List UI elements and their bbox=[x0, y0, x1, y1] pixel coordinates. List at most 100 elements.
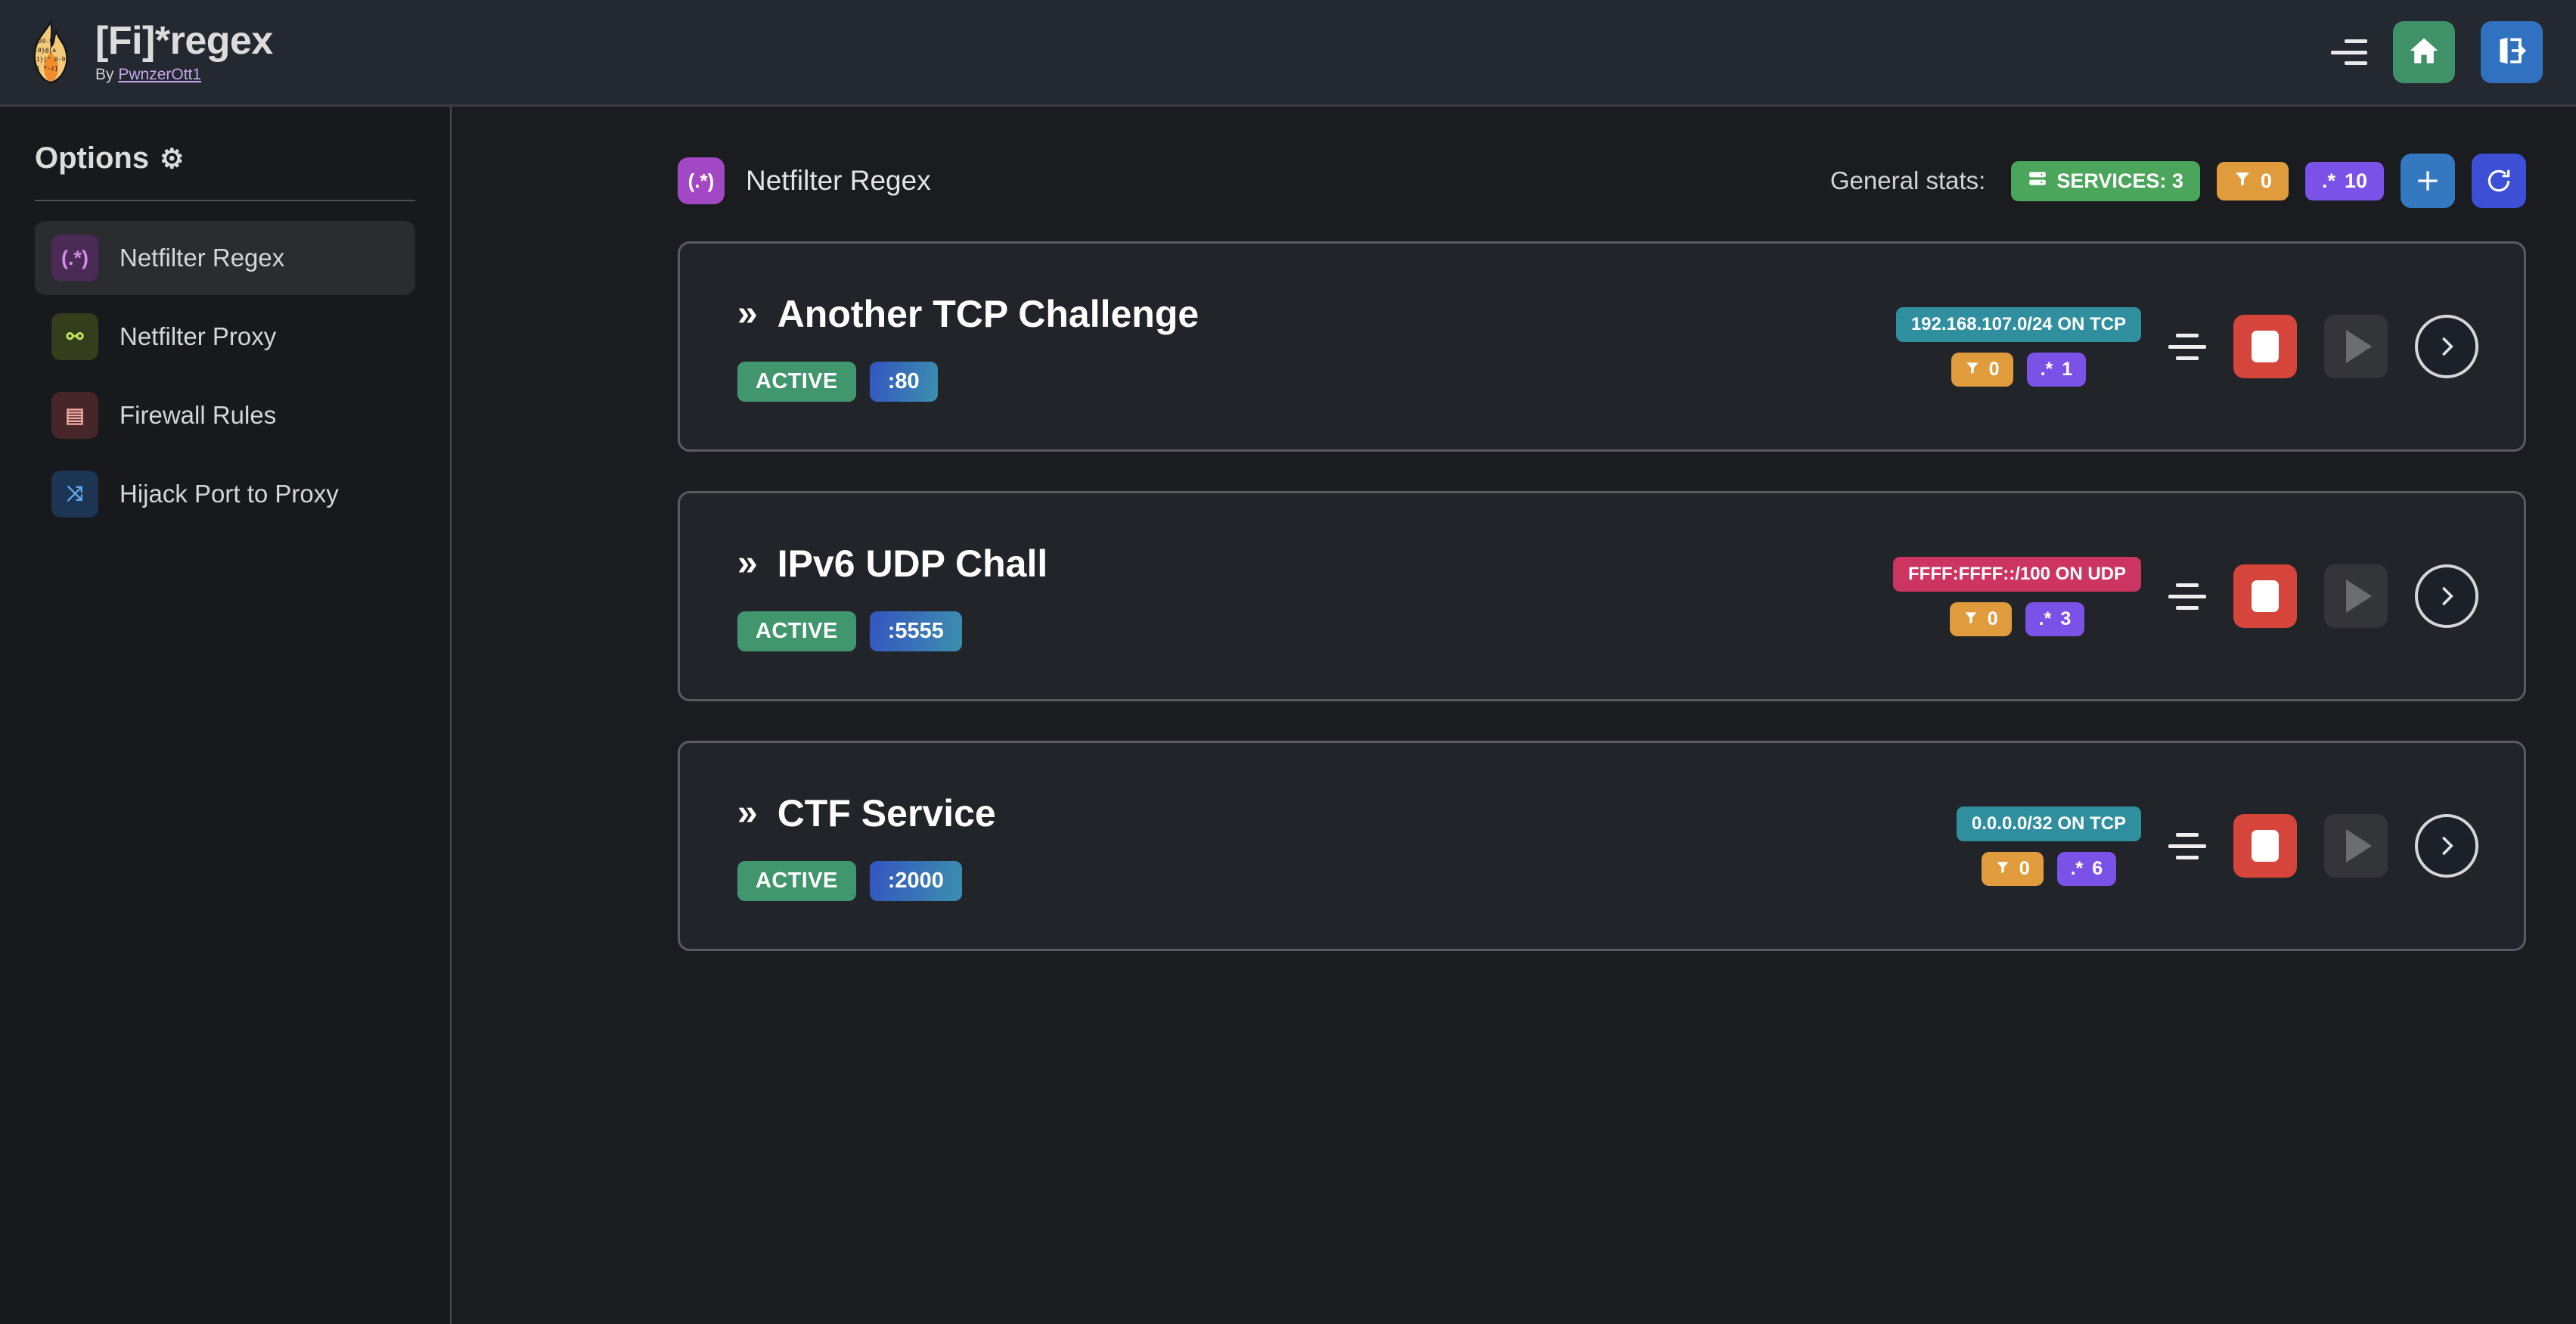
service-card[interactable]: » CTF Service ACTIVE :2000 0.0.0.0/32 ON… bbox=[678, 741, 2526, 951]
logout-icon bbox=[2495, 34, 2528, 71]
stop-icon bbox=[2252, 580, 2279, 612]
gear-icon[interactable]: ⚙ bbox=[160, 142, 185, 174]
stop-button[interactable] bbox=[2233, 814, 2297, 878]
play-button[interactable] bbox=[2324, 814, 2388, 878]
double-chevron-icon: » bbox=[737, 294, 758, 334]
sidebar-item-hijack-port-to-proxy[interactable]: ⤨ Hijack Port to Proxy bbox=[35, 457, 415, 531]
sidebar-divider bbox=[35, 200, 415, 201]
sidebar-item-netfilter-proxy[interactable]: ⚯ Netfilter Proxy bbox=[35, 300, 415, 374]
line bbox=[2176, 605, 2199, 610]
status-badge-regexes: .* 10 bbox=[2304, 161, 2384, 200]
status-badge-filters: 0 bbox=[1949, 601, 2012, 636]
sidebar-item-firewall-rules[interactable]: ▤ Firewall Rules bbox=[35, 378, 415, 452]
service-counters: 0 .* 3 bbox=[1949, 601, 2085, 636]
status-badge-regexes: .* 1 bbox=[2026, 352, 2087, 387]
list-lines-icon[interactable] bbox=[2168, 583, 2206, 610]
page-regex-icon: (.*) bbox=[678, 157, 725, 204]
stop-button[interactable] bbox=[2233, 564, 2297, 628]
line bbox=[2176, 855, 2199, 859]
svg-text:\1 *-z]: \1 *-z] bbox=[33, 65, 58, 72]
brick-wall-icon: ▤ bbox=[51, 392, 98, 439]
filters-count-label: 0 bbox=[2019, 857, 2030, 879]
status-badge-filters: 0 bbox=[1951, 352, 2013, 387]
brand: -z0-9 .0}@[a {1}[^ 0-9] \1 *-z] [Fi]*reg… bbox=[0, 19, 273, 85]
stop-button[interactable] bbox=[2233, 315, 2297, 378]
service-title: » Another TCP Challenge bbox=[737, 292, 1199, 336]
general-stats-label: General stats: bbox=[1830, 166, 1986, 194]
service-badges: ACTIVE :80 bbox=[737, 361, 1199, 402]
status-badge-port: :80 bbox=[869, 361, 938, 402]
line bbox=[2168, 594, 2206, 598]
service-badges: ACTIVE :5555 bbox=[737, 611, 1047, 651]
sidebar-item-label: Firewall Rules bbox=[119, 401, 277, 429]
open-service-button[interactable] bbox=[2415, 315, 2478, 378]
play-icon bbox=[2346, 330, 2372, 363]
menu-line bbox=[2345, 61, 2367, 65]
double-chevron-icon: » bbox=[737, 543, 758, 583]
service-name: CTF Service bbox=[777, 791, 996, 834]
services-count-label: SERVICES: 3 bbox=[2056, 169, 2183, 192]
stop-icon bbox=[2252, 830, 2279, 862]
filter-icon bbox=[1965, 359, 1980, 381]
service-info: » CTF Service ACTIVE :2000 bbox=[680, 791, 996, 901]
home-button[interactable] bbox=[2393, 21, 2455, 83]
line bbox=[2176, 832, 2199, 837]
main-header: (.*) Netfilter Regex General stats: SERV… bbox=[453, 107, 2576, 208]
list-lines-icon[interactable] bbox=[2168, 832, 2206, 859]
open-service-button[interactable] bbox=[2415, 564, 2478, 628]
service-info: » Another TCP Challenge ACTIVE :80 bbox=[680, 292, 1199, 402]
status-badge-filters: 0 bbox=[2216, 161, 2289, 200]
regexes-count-label: 10 bbox=[2344, 169, 2367, 192]
network-badge: 192.168.107.0/24 ON TCP bbox=[1895, 306, 2141, 342]
chevron-right-icon bbox=[2442, 586, 2453, 606]
play-button[interactable] bbox=[2324, 315, 2388, 378]
server-icon bbox=[2028, 169, 2047, 194]
status-badge-services: SERVICES: 3 bbox=[2011, 160, 2200, 201]
play-button[interactable] bbox=[2324, 564, 2388, 628]
filters-count-label: 0 bbox=[2260, 169, 2272, 192]
regexes-count-label: 3 bbox=[2060, 608, 2072, 629]
refresh-button[interactable] bbox=[2472, 154, 2526, 208]
network-badge: FFFF:FFFF::/100 ON UDP bbox=[1893, 556, 2141, 592]
sidebar-item-netfilter-regex[interactable]: (.*) Netfilter Regex bbox=[35, 221, 415, 295]
service-card[interactable]: » Another TCP Challenge ACTIVE :80 192.1… bbox=[678, 241, 2526, 452]
filters-count-label: 0 bbox=[1988, 358, 2000, 380]
page-title: Netfilter Regex bbox=[746, 165, 931, 196]
line bbox=[2168, 844, 2206, 848]
chevron-right-icon bbox=[2442, 836, 2453, 856]
hamburger-menu-icon[interactable] bbox=[2331, 39, 2367, 65]
logout-button[interactable] bbox=[2481, 21, 2543, 83]
service-card[interactable]: » IPv6 UDP Chall ACTIVE :5555 FFFF:FFFF:… bbox=[678, 491, 2526, 701]
service-network-info: 192.168.107.0/24 ON TCP 0 .* 1 bbox=[1895, 306, 2141, 387]
play-icon bbox=[2346, 829, 2372, 862]
general-stats: General stats: SERVICES: 3 0 .* 10 bbox=[1830, 154, 2526, 208]
list-lines-icon[interactable] bbox=[2168, 333, 2206, 360]
service-title: » IPv6 UDP Chall bbox=[737, 542, 1047, 586]
svg-text:{1}[^ 0-9]: {1}[^ 0-9] bbox=[33, 56, 69, 63]
service-info: » IPv6 UDP Chall ACTIVE :5555 bbox=[680, 542, 1047, 651]
status-badge-state: ACTIVE bbox=[737, 361, 856, 402]
top-bar: -z0-9 .0}@[a {1}[^ 0-9] \1 *-z] [Fi]*reg… bbox=[0, 0, 2576, 107]
line bbox=[2176, 333, 2199, 337]
top-bar-actions bbox=[2331, 21, 2576, 83]
menu-line bbox=[2345, 39, 2367, 43]
sidebar-item-label: Netfilter Regex bbox=[119, 244, 285, 272]
author-link[interactable]: PwnzerOtt1 bbox=[118, 66, 202, 84]
line bbox=[2168, 344, 2206, 349]
service-title: » CTF Service bbox=[737, 791, 996, 835]
filters-count-label: 0 bbox=[1987, 608, 1998, 629]
sidebar-item-label: Hijack Port to Proxy bbox=[119, 480, 339, 508]
open-service-button[interactable] bbox=[2415, 814, 2478, 878]
service-badges: ACTIVE :2000 bbox=[737, 860, 996, 901]
service-controls: 0.0.0.0/32 ON TCP 0 .* 6 bbox=[1956, 806, 2524, 886]
regex-icon: .* bbox=[2038, 608, 2052, 629]
brand-text: [Fi]*regex By PwnzerOtt1 bbox=[95, 20, 273, 85]
shuffle-arrows-icon: ⤨ bbox=[51, 471, 98, 517]
regex-icon: .* bbox=[2070, 857, 2084, 879]
service-counters: 0 .* 1 bbox=[1951, 352, 2087, 387]
status-badge-filters: 0 bbox=[1981, 851, 2044, 886]
home-icon bbox=[2407, 34, 2441, 71]
add-service-button[interactable] bbox=[2401, 154, 2455, 208]
service-counters: 0 .* 6 bbox=[1981, 851, 2117, 886]
status-badge-regexes: .* 6 bbox=[2056, 851, 2117, 886]
